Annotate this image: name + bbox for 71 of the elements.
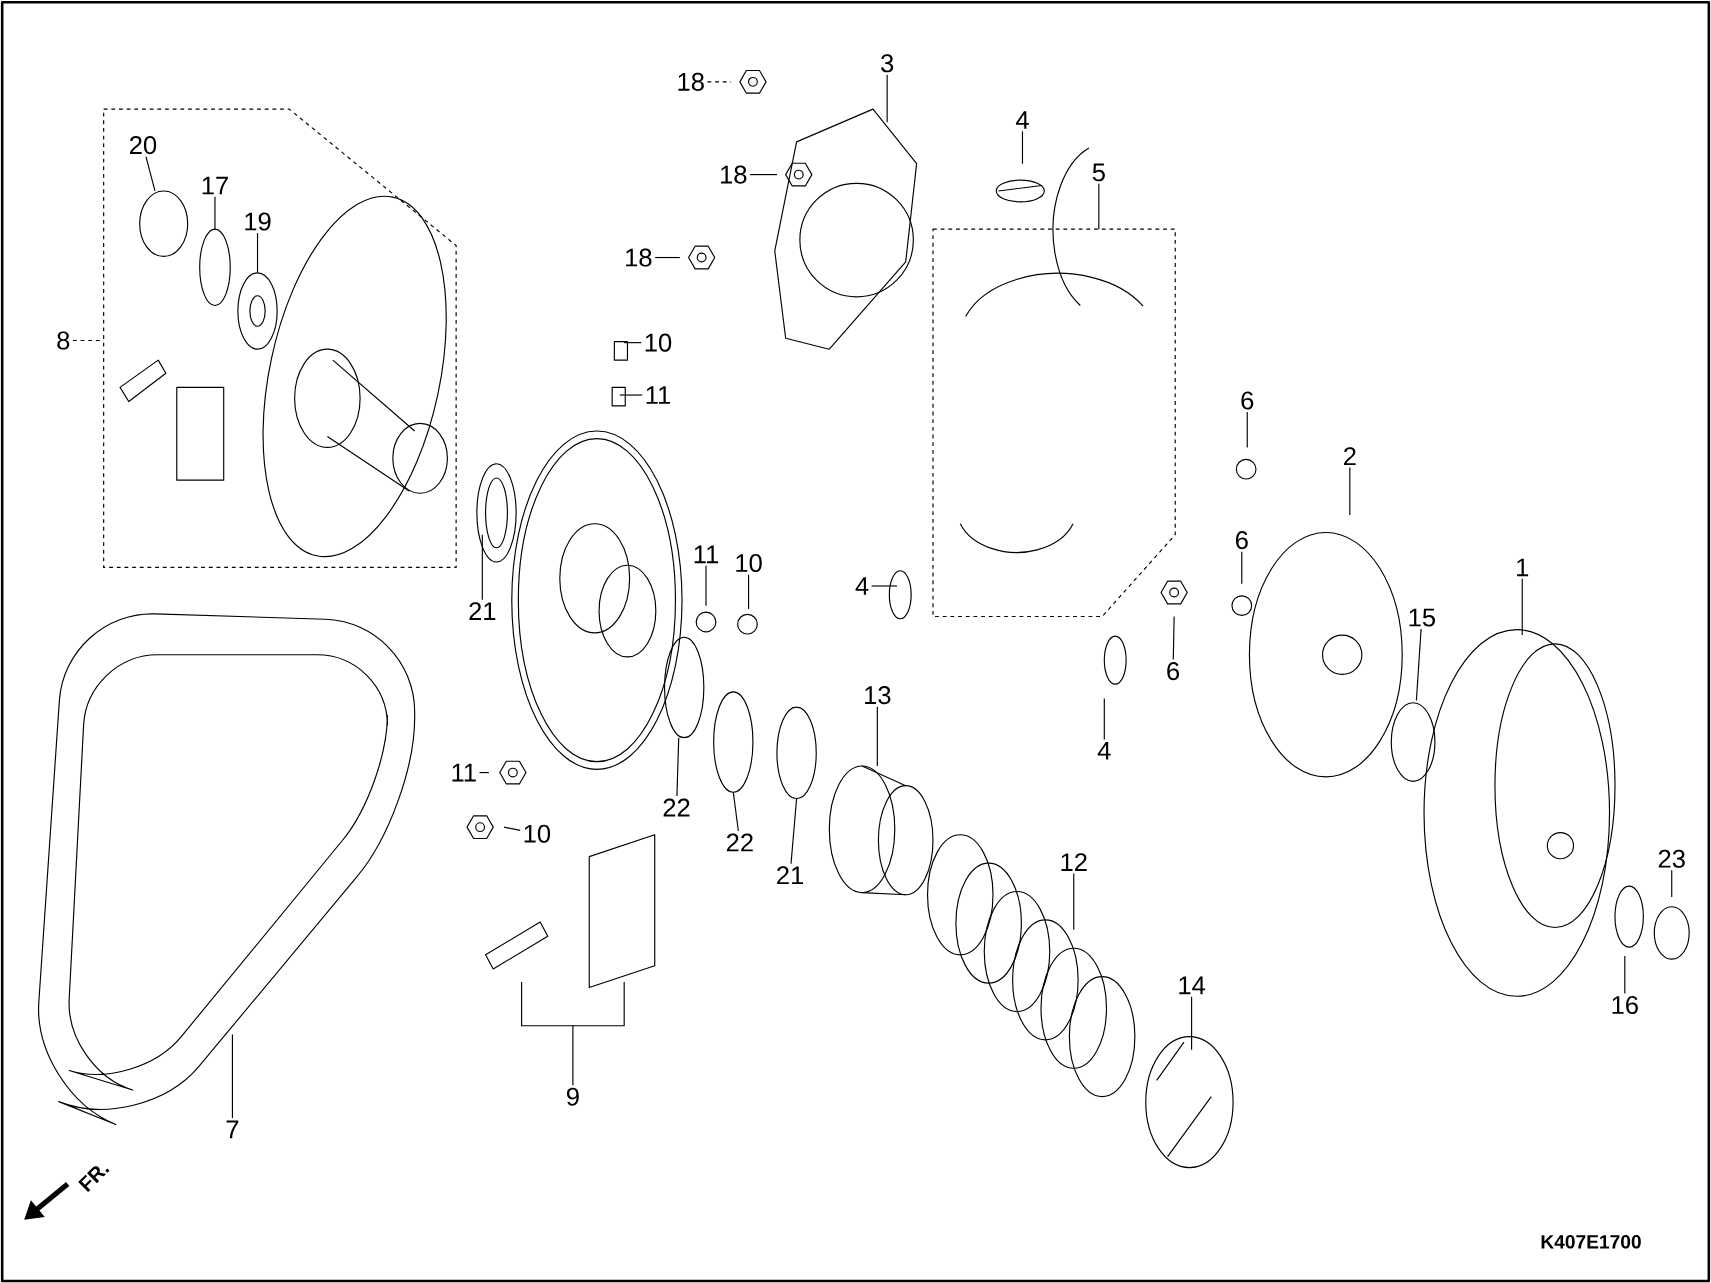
callout-number: 7: [226, 1120, 239, 1139]
callout-number: 4: [1097, 741, 1111, 760]
callout-number: 6: [1241, 391, 1254, 410]
leader-line: [1671, 869, 1673, 898]
callout-number: 11: [694, 545, 719, 563]
leader-line: [1241, 551, 1243, 585]
callout-number: 10: [645, 333, 672, 352]
leader-line: [481, 534, 483, 601]
leader-line: [619, 394, 643, 396]
callout-number: 16: [1612, 995, 1638, 1014]
callout-number: 22: [726, 833, 753, 852]
callout-number: 4: [855, 577, 869, 595]
callout-number: 4: [1015, 111, 1029, 129]
leader-line: [214, 196, 216, 230]
leader-line: [705, 564, 707, 607]
callout-number: 18: [721, 165, 747, 184]
leader-line: [871, 585, 898, 587]
leader-line: [748, 573, 750, 610]
callout-number: 11: [646, 386, 671, 404]
leader-line: [145, 155, 156, 192]
callout-number: 22: [663, 798, 690, 817]
leader-line: [1415, 628, 1422, 701]
leader-line: [1191, 995, 1193, 1051]
callout-number: 5: [1092, 163, 1105, 182]
leader-line: [790, 798, 798, 865]
leader-line: [72, 339, 105, 341]
leader-line: [676, 736, 680, 797]
callout-number: 12: [1061, 853, 1087, 871]
callout-number: 23: [1658, 849, 1685, 868]
leader-line: [1103, 697, 1105, 740]
callout-number: 21: [469, 602, 496, 620]
part-label: K407E1700: [1541, 1234, 1641, 1249]
callout-number: 20: [130, 135, 157, 155]
callout-number: 2: [1344, 447, 1356, 465]
leader-line: [623, 341, 642, 344]
leader-line: [732, 791, 739, 832]
leader-line: [1246, 411, 1248, 448]
part-label: FR.: [78, 1166, 110, 1192]
callout-number: 6: [1236, 531, 1248, 550]
callout-number: 8: [57, 331, 70, 350]
callout-number: 6: [1167, 661, 1180, 680]
leader-line: [1073, 872, 1075, 931]
leader-line: [1521, 578, 1523, 636]
callout-number: 3: [881, 54, 894, 73]
leader-line: [1172, 615, 1175, 660]
callout-number: 10: [736, 553, 762, 572]
callout-number: 9: [567, 1087, 579, 1106]
callout-number: 17: [202, 176, 228, 195]
callout-number: 13: [865, 685, 891, 704]
leader-line: [478, 771, 490, 774]
leader-line: [876, 705, 878, 767]
callout-number: 15: [1409, 608, 1435, 627]
callout-number: 11: [452, 763, 476, 782]
leader-line: [654, 256, 681, 258]
callout-number: 21: [777, 866, 803, 884]
callout-number: 1: [1517, 558, 1529, 577]
callout-number: 19: [245, 212, 271, 231]
leader-line: [1624, 955, 1626, 994]
leader-line: [256, 232, 259, 274]
leader-line: [1349, 466, 1351, 516]
callout-number: 10: [524, 824, 551, 843]
leader-line: [886, 74, 888, 123]
leader-line: [1021, 130, 1024, 165]
callout-number: 14: [1179, 976, 1206, 995]
callout-number: 18: [626, 248, 652, 267]
leader-line: [572, 1025, 574, 1086]
leader-line: [231, 1033, 233, 1119]
leader-line: [1098, 183, 1100, 230]
leader-line: [503, 826, 521, 831]
callout-number: 18: [678, 72, 704, 91]
leader-line: [749, 173, 778, 176]
